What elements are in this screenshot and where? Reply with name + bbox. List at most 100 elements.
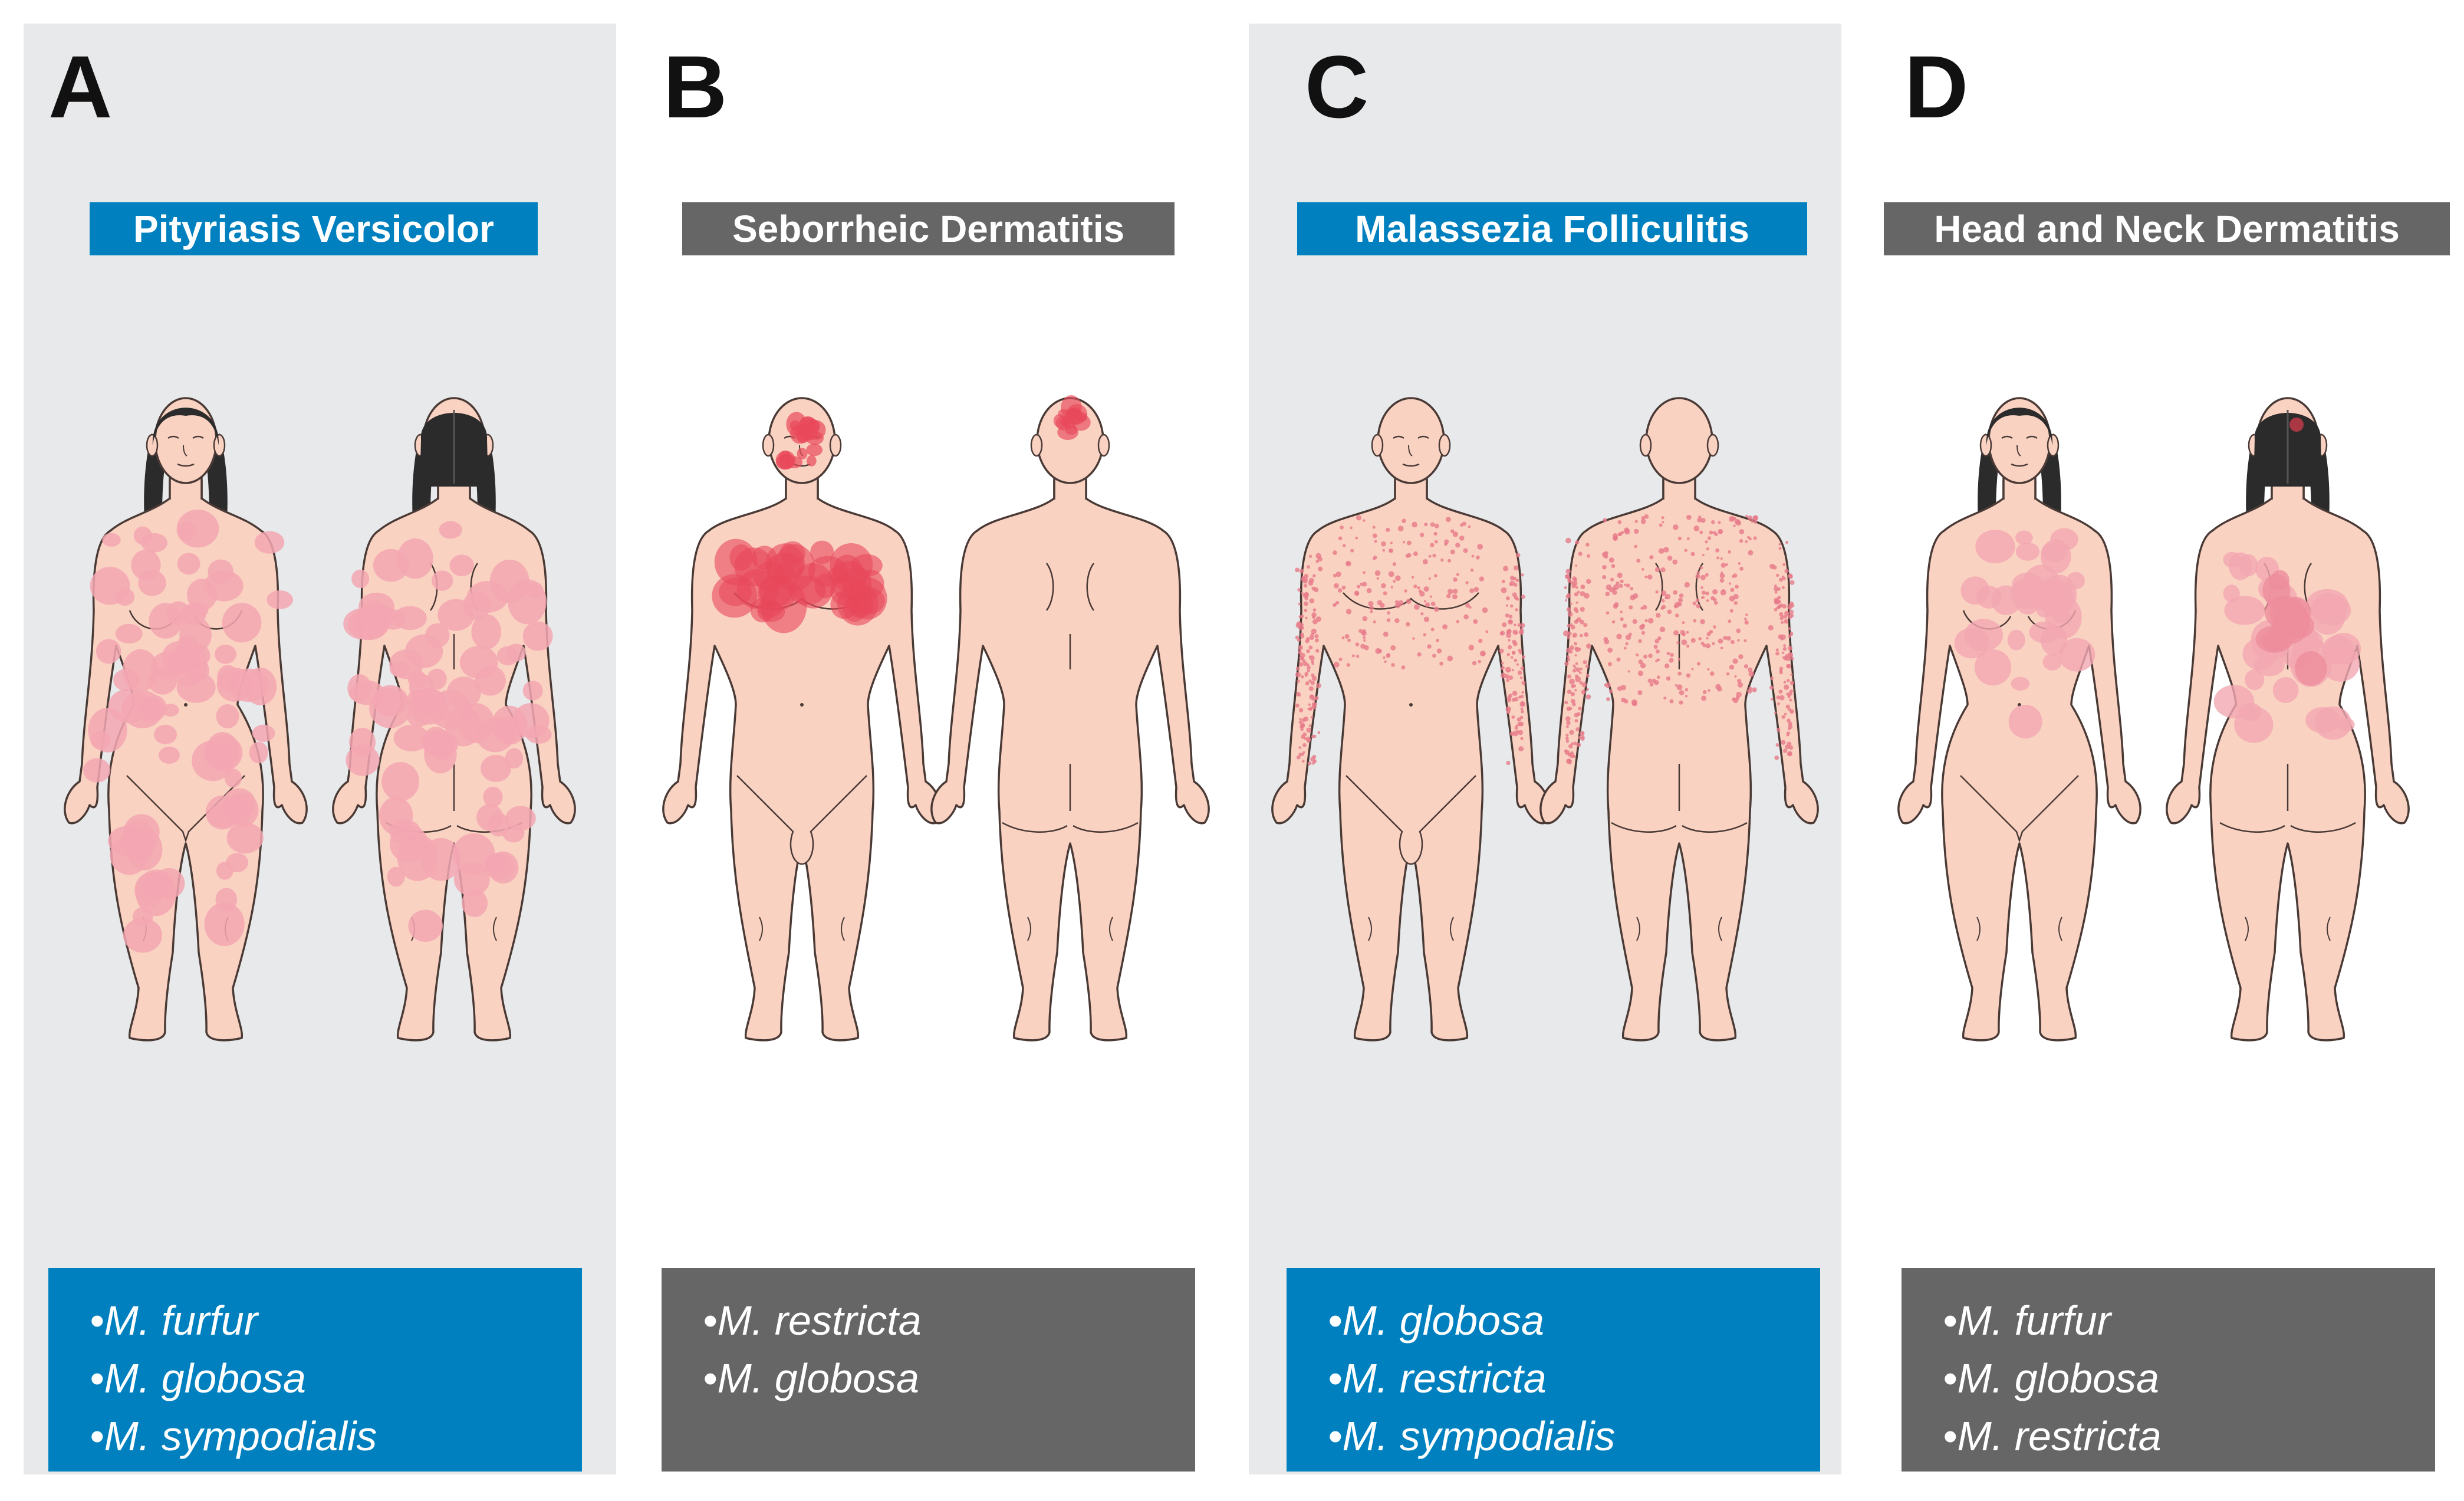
lesion-patch xyxy=(389,661,410,678)
body-front-view xyxy=(64,397,308,1042)
lesion-speck xyxy=(1304,584,1308,588)
knee-line xyxy=(1368,917,1372,941)
lesion-speck xyxy=(1580,584,1585,589)
body-back-view xyxy=(1539,397,1819,1042)
lesion-patch xyxy=(409,689,449,725)
lesion-speck xyxy=(1307,665,1311,670)
lesion-speck xyxy=(1424,523,1428,527)
shoulder-blade xyxy=(1654,563,1663,611)
lesion-speck xyxy=(1335,600,1340,605)
lesion-speck xyxy=(1612,590,1617,595)
gluteal-fold xyxy=(2219,822,2285,833)
lesion-speck xyxy=(1304,609,1308,612)
lesion-speck xyxy=(1423,600,1427,603)
lesion-speck xyxy=(1712,642,1715,646)
lesion-speck xyxy=(1572,702,1576,707)
lesion-speck xyxy=(1789,580,1795,585)
species-item: •M. furfur xyxy=(1943,1298,2111,1344)
lesion-speck xyxy=(1565,569,1571,574)
lesion-speck xyxy=(1580,607,1585,612)
lesion-speck xyxy=(1700,596,1704,599)
lesion-patch xyxy=(115,623,143,644)
lesion-patch xyxy=(481,754,511,782)
lesion-speck xyxy=(1575,662,1578,665)
lesion-speck xyxy=(1311,660,1314,664)
lesion-speck xyxy=(1569,645,1574,651)
lesion-patch xyxy=(358,592,394,620)
lesion-speck xyxy=(1485,630,1489,633)
panel-d: D Head and Neck Dermatitis •M. furfur •M… xyxy=(1857,24,2450,1474)
lesion-patch xyxy=(1976,586,2002,609)
body-front-view xyxy=(1271,397,1551,1042)
lesion-speck xyxy=(1386,527,1390,533)
lesion-speck xyxy=(1706,599,1709,602)
lesion-speck xyxy=(1296,755,1301,760)
lesion-speck xyxy=(1729,516,1735,522)
lesion-speck xyxy=(1564,661,1569,666)
lesion-speck xyxy=(1627,670,1630,673)
lesion-patch xyxy=(351,569,370,589)
groin-line xyxy=(736,775,867,865)
lesion-speck xyxy=(1386,618,1391,622)
lesion-speck xyxy=(1725,563,1728,566)
lesion-speck xyxy=(1617,686,1623,691)
lesion-patch xyxy=(389,825,429,863)
lesion-speck xyxy=(1506,604,1509,607)
lesion-speck xyxy=(1347,638,1351,642)
lesion-speck xyxy=(1745,514,1748,518)
lesion-speck xyxy=(1368,600,1374,607)
lesion-patch xyxy=(476,718,515,753)
lesion-patch xyxy=(2224,596,2265,625)
lesion-speck xyxy=(1506,760,1511,766)
lesion-speck xyxy=(1317,731,1321,734)
lesion-speck xyxy=(1788,652,1793,657)
lesion-patch xyxy=(204,902,245,947)
lesion-speck xyxy=(1662,521,1664,524)
lesion-speck xyxy=(1728,619,1732,623)
nose xyxy=(183,445,187,456)
lesion-speck xyxy=(1775,743,1779,747)
lesion-speck xyxy=(1433,606,1439,612)
lesion-patch xyxy=(1974,649,2012,686)
lesion-speck xyxy=(1370,610,1373,613)
lesion-speck xyxy=(1789,601,1794,606)
lesion-speck xyxy=(1575,727,1580,731)
lesion-patch xyxy=(2213,685,2255,718)
lesion-speck xyxy=(1308,703,1311,707)
body-front-view xyxy=(1897,397,2141,1042)
lesion-speck xyxy=(1581,682,1587,688)
lesion-speck xyxy=(1387,653,1390,656)
species-box: •M. restricta •M. globosa xyxy=(662,1268,1195,1472)
lesion-speck xyxy=(1623,623,1627,628)
lesion-speck xyxy=(1696,603,1701,609)
lesion-patch xyxy=(2223,584,2240,603)
lesion-speck xyxy=(1302,743,1307,747)
lesion-speck xyxy=(1709,671,1715,676)
lesion-speck xyxy=(1672,559,1678,565)
lesion-speck xyxy=(1514,623,1516,626)
lesion-speck xyxy=(1312,734,1317,738)
lesion-speck xyxy=(1719,578,1725,583)
lesion-speck xyxy=(1499,632,1504,636)
lesion-patch xyxy=(2011,676,2030,691)
lesion-speck xyxy=(1640,623,1646,629)
lesion-speck xyxy=(1569,730,1574,735)
lesion-speck xyxy=(1667,609,1672,615)
lesion-speck xyxy=(1611,620,1616,624)
lesion-speck xyxy=(1658,548,1664,554)
species-item: •M. globosa xyxy=(703,1355,919,1401)
lesion-speck xyxy=(1776,695,1781,699)
lesion-speck xyxy=(1414,604,1420,610)
lesion-speck xyxy=(1517,670,1522,675)
lesion-speck xyxy=(1777,605,1781,609)
lesion-speck xyxy=(1673,524,1679,530)
lesion-speck xyxy=(1473,619,1478,624)
lesion-speck xyxy=(1636,559,1641,563)
lesion-speck xyxy=(1737,639,1740,642)
mouth xyxy=(1402,463,1420,467)
lesion-speck xyxy=(1785,744,1790,750)
lesion-speck xyxy=(1427,644,1432,649)
lesion-speck xyxy=(1300,634,1305,639)
lesion-speck xyxy=(1700,619,1705,625)
lesion-speck xyxy=(1579,681,1583,685)
